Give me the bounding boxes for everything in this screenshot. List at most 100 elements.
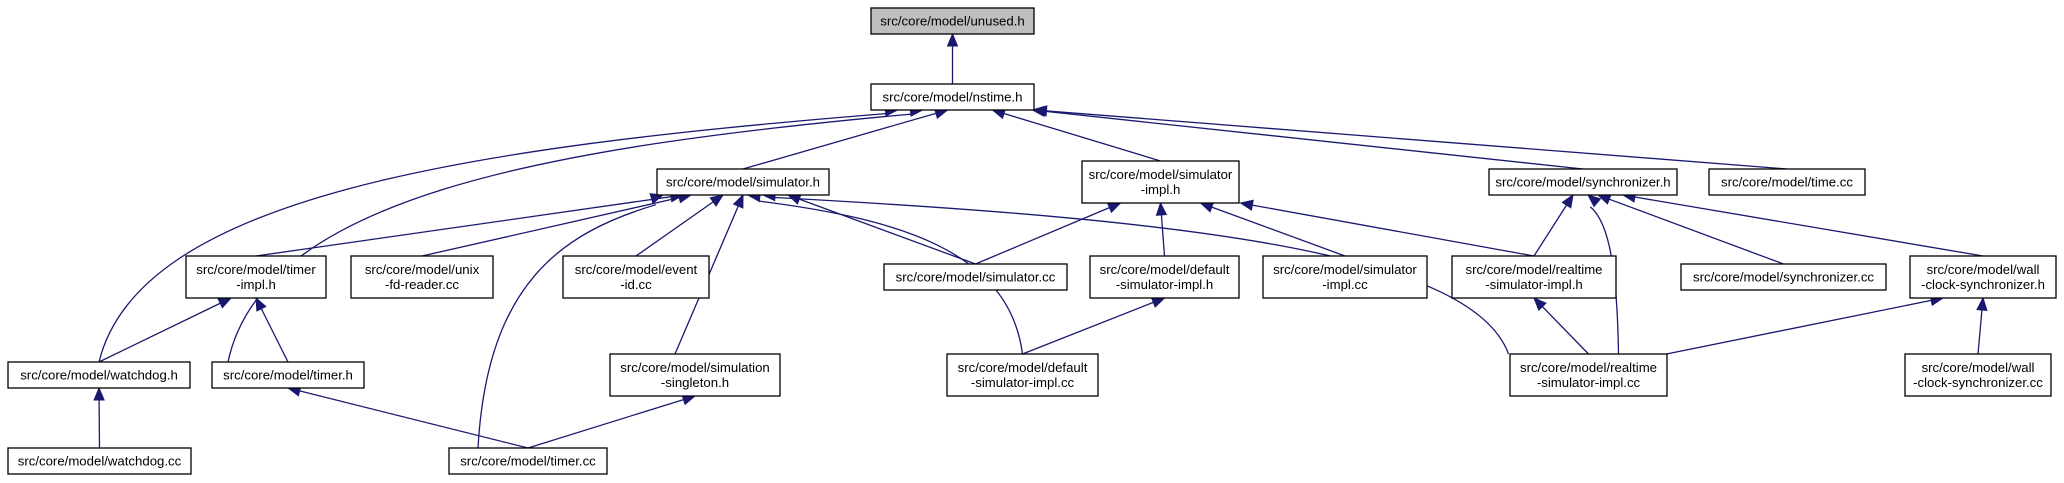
node-unix-fd-reader-cc[interactable]: src/core/model/unix-fd-reader.cc [350, 255, 494, 299]
edge-line [1634, 196, 1984, 257]
edge-line [1160, 214, 1166, 257]
node-label: src/core/model/unix [365, 262, 480, 277]
node-box [1488, 168, 1678, 196]
node-box [1262, 255, 1428, 299]
edge-line [227, 113, 912, 363]
node-default-sim-impl-cc[interactable]: src/core/model/default-simulator-impl.cc [946, 353, 1099, 397]
edge-line [299, 390, 529, 449]
node-watchdog-h[interactable]: src/core/model/watchdog.h [7, 361, 191, 389]
edge-line [1022, 301, 1154, 355]
node-box [883, 263, 1068, 291]
edge-timer_h-to-nstime_h [227, 105, 924, 363]
edge-watchdog_h-to-nstime_h [98, 105, 899, 363]
node-label: src/core/model/simulator [1273, 262, 1417, 277]
node-simulator-cc[interactable]: src/core/model/simulator.cc [883, 263, 1068, 291]
node-box [870, 83, 1035, 111]
node-label: -id.cc [620, 277, 652, 292]
node-label: src/core/model/simulator.cc [896, 270, 1056, 285]
node-wall-clock-sync-cc[interactable]: src/core/model/wall-clock-synchronizer.c… [1904, 353, 2052, 397]
edge-line [799, 198, 976, 265]
node-box [1909, 255, 2057, 299]
node-label: src/core/model/watchdog.h [20, 368, 178, 383]
edge-timer_cc-to-sim_singleton_h [527, 394, 697, 449]
node-label: -fd-reader.cc [385, 277, 459, 292]
edge-line [1044, 110, 1584, 170]
edge-line [98, 302, 221, 363]
node-watchdog-cc[interactable]: src/core/model/watchdog.cc [7, 447, 192, 475]
node-simulator-impl-cc[interactable]: src/core/model/simulator-impl.cc [1262, 255, 1428, 299]
edge-event_id_cc-to-simulator_h [635, 194, 725, 257]
edge-line [477, 204, 657, 449]
node-label: src/core/model/realtime [1465, 262, 1602, 277]
node-default-sim-impl-h[interactable]: src/core/model/default-simulator-impl.h [1089, 255, 1240, 299]
edge-line [635, 201, 714, 257]
node-realtime-sim-impl-cc[interactable]: src/core/model/realtime-simulator-impl.c… [1509, 353, 1668, 397]
arrowhead [1533, 297, 1547, 311]
edge-synchronizer_cc-to-synchronizer_h [1596, 193, 1784, 265]
node-simulator-h[interactable]: src/core/model/simulator.h [656, 168, 830, 196]
edge-timer_h-to-timer_impl_h [255, 296, 289, 363]
arrowhead [1150, 297, 1166, 308]
arrowhead [1561, 193, 1574, 209]
edge-default_sim_impl_cc-to-default_sim_impl_h [1022, 297, 1166, 355]
edge-line [527, 398, 684, 449]
arrowhead [1199, 201, 1215, 213]
node-label: src/core/model/watchdog.cc [18, 454, 182, 469]
arrowhead [255, 296, 267, 312]
node-box [7, 361, 191, 389]
edge-line [1533, 204, 1568, 257]
edge-realtime_sim_impl_h-to-simulator_impl_h [1239, 199, 1535, 257]
node-timer-impl-h[interactable]: src/core/model/timer-impl.h [185, 255, 327, 299]
node-wall-clock-sync-h[interactable]: src/core/model/wall-clock-synchronizer.h [1909, 255, 2057, 299]
node-simulator-impl-h[interactable]: src/core/model/simulator-impl.h [1081, 160, 1240, 204]
node-realtime-sim-impl-h[interactable]: src/core/model/realtime-simulator-impl.h [1451, 255, 1617, 299]
edge-time_cc-to-nstime_h [1033, 105, 1788, 170]
edge-line [1977, 309, 1983, 355]
edge-line [421, 197, 680, 257]
node-label: src/core/model/default [958, 360, 1088, 375]
edge-line [260, 308, 289, 363]
node-box [1451, 255, 1617, 299]
node-synchronizer-cc[interactable]: src/core/model/synchronizer.cc [1680, 263, 1887, 291]
node-label: -simulator-impl.cc [971, 375, 1075, 390]
edge-realtime_sim_impl_h-to-synchronizer_h [1533, 193, 1574, 257]
node-timer-h[interactable]: src/core/model/timer.h [211, 361, 365, 389]
edge-line [1211, 206, 1346, 257]
node-sim-singleton-h[interactable]: src/core/model/simulation-singleton.h [609, 353, 781, 397]
node-timer-cc[interactable]: src/core/model/timer.cc [448, 447, 608, 475]
arrowhead [732, 193, 744, 209]
edge-line [255, 196, 672, 257]
edge-line [98, 112, 887, 363]
edge-line [1589, 206, 1620, 355]
edge-timer_impl_h-to-simulator_h [255, 191, 685, 257]
edge-timer_cc-to-timer_h [286, 385, 529, 449]
edge-line [975, 207, 1110, 265]
edge-line [1666, 299, 1932, 355]
edge-line [1046, 110, 1788, 170]
arrowhead [1155, 201, 1168, 216]
node-unused-h[interactable]: src/core/model/unused.h [870, 7, 1035, 35]
node-box [609, 353, 781, 397]
edge-simulator_cc-to-simulator_h [786, 193, 976, 265]
node-synchronizer-h[interactable]: src/core/model/synchronizer.h [1488, 168, 1678, 196]
node-label: src/core/model/event [575, 262, 698, 277]
node-time-cc[interactable]: src/core/model/time.cc [1708, 168, 1866, 196]
node-label: -simulator-impl.h [1485, 277, 1582, 292]
node-nstime-h[interactable]: src/core/model/nstime.h [870, 83, 1035, 111]
edge-simulator_impl_cc-to-simulator_impl_h [1199, 201, 1346, 257]
edge-line [742, 112, 937, 170]
node-event-id-cc[interactable]: src/core/model/event-id.cc [562, 255, 710, 299]
edge-line [758, 200, 1024, 355]
arrowhead [1239, 199, 1254, 211]
edge-line [1252, 204, 1535, 257]
node-label: -impl.cc [1322, 277, 1368, 292]
edge-line [1541, 306, 1589, 355]
edge-realtime_sim_impl_cc-to-synchronizer_h [1587, 194, 1620, 355]
edge-simulator_impl_h-to-nstime_h [991, 108, 1161, 162]
node-label: src/core/model/wall [1927, 262, 2040, 277]
edge-timer_cc-to-simulator_h [477, 193, 665, 449]
node-box [1509, 353, 1668, 397]
arrowhead [93, 386, 105, 401]
node-box [7, 447, 192, 475]
